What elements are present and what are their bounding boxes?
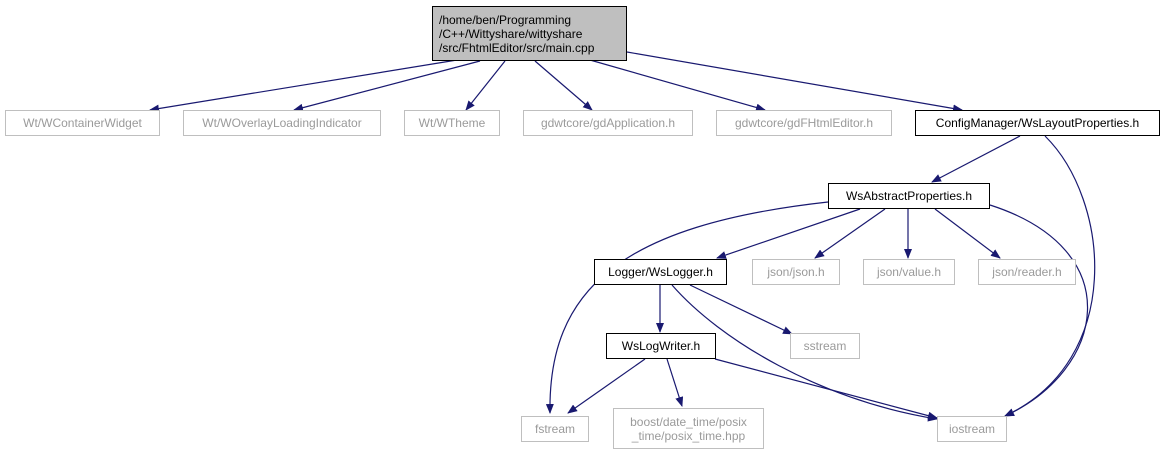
node-iostream[interactable]: iostream [937, 416, 1007, 442]
node-woverlayloadingindicator[interactable]: Wt/WOverlayLoadingIndicator [183, 110, 381, 136]
edge-main-to-gdapplication [534, 60, 593, 111]
edge-wslogger-to-iostream [671, 284, 938, 422]
edge-abstract-to-wslogger [716, 208, 861, 259]
edge-main-to-wtheme [465, 60, 506, 111]
edge-abstract-to-json-reader [934, 208, 1001, 259]
edge-main-to-woverlayloadingindicator [293, 60, 481, 112]
node-json-json[interactable]: json/json.h [752, 259, 840, 285]
node-wslogger[interactable]: Logger/WsLogger.h [594, 259, 727, 285]
node-json-value[interactable]: json/value.h [863, 259, 955, 285]
edge-layout-to-abstract [931, 135, 1021, 183]
node-posix-time[interactable]: boost/date_time/posix _time/posix_time.h… [613, 408, 764, 449]
edge-wslogwriter-to-posix [666, 358, 684, 407]
edge-wslogger-to-sstream [689, 284, 793, 335]
node-fstream[interactable]: fstream [521, 416, 589, 442]
edge-abstract-to-json-json [814, 208, 886, 259]
node-gdfhtmleditor[interactable]: gdwtcore/gdFHtmlEditor.h [716, 110, 892, 136]
edge-main-to-wcontainerwidget [149, 59, 458, 113]
node-main-cpp[interactable]: /home/ben/Programming /C++/Wittyshare/wi… [432, 6, 627, 61]
node-json-reader[interactable]: json/reader.h [978, 259, 1076, 285]
edge-wslogwriter-to-fstream [567, 358, 646, 414]
node-wcontainerwidget[interactable]: Wt/WContainerWidget [5, 110, 160, 136]
node-wslogwriter[interactable]: WsLogWriter.h [606, 333, 716, 359]
node-wsabstractproperties[interactable]: WsAbstractProperties.h [828, 183, 990, 209]
node-wslayoutproperties[interactable]: ConfigManager/WsLayoutProperties.h [915, 110, 1160, 136]
edge-abstract-to-iostream [989, 204, 1089, 417]
edge-layout-to-iostream [1004, 135, 1096, 417]
node-wtheme[interactable]: Wt/WTheme [404, 110, 500, 136]
node-gdapplication[interactable]: gdwtcore/gdApplication.h [523, 110, 693, 136]
node-sstream[interactable]: sstream [790, 333, 860, 359]
edge-main-to-wslayoutproperties [626, 51, 963, 113]
edge-wslogwriter-to-iostream [714, 358, 938, 420]
edge-main-to-gdfhtmleditor [589, 59, 766, 112]
